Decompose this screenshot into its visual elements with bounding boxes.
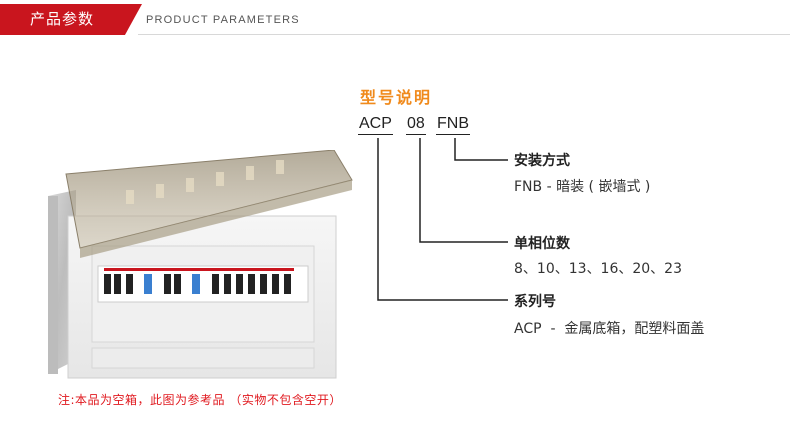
product-note: 注:本品为空箱，此图为参考品 （实物不包含空开）	[58, 393, 342, 407]
connector-phases	[419, 138, 508, 243]
header-title-cn: 产品参数	[30, 10, 95, 28]
spec-value-phases: 8、10、13、16、20、23	[514, 261, 682, 277]
header-divider	[138, 34, 790, 35]
spec-value-install: FNB - 暗装 ( 嵌墙式 )	[514, 179, 651, 195]
model-title: 型号说明	[360, 88, 433, 107]
distribution-box-image	[48, 150, 353, 379]
header-tab	[0, 4, 142, 35]
code-phases: 08	[406, 115, 426, 135]
connector-install	[454, 138, 508, 161]
spec-label-phases: 单相位数	[514, 236, 570, 252]
header-title-en: PRODUCT PARAMETERS	[146, 14, 300, 26]
spec-value-series: ACP - 金属底箱，配塑料面盖	[514, 321, 705, 337]
connector-series	[377, 138, 508, 301]
spec-label-install: 安装方式	[514, 153, 570, 169]
code-series: ACP	[358, 115, 393, 135]
spec-label-series: 系列号	[514, 294, 556, 310]
code-install: FNB	[436, 115, 470, 135]
